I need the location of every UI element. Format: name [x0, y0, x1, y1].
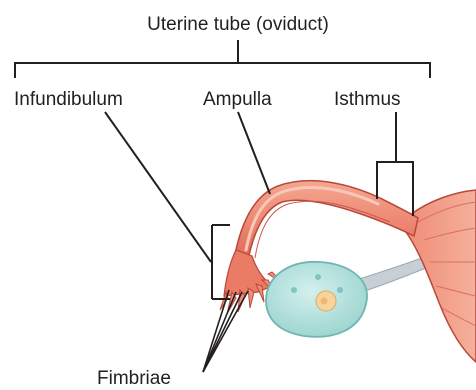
diagram-title: Uterine tube (oviduct): [147, 14, 329, 35]
ovary-dominant-follicle: [316, 291, 336, 311]
ampulla-leader-line: [238, 112, 270, 194]
uterus: [406, 190, 476, 362]
infundibulum-bracket: [105, 112, 230, 299]
infundibulum-label: Infundibulum: [14, 89, 123, 110]
uterine-tube: [232, 181, 418, 272]
fimbriae-leader-lines: [203, 290, 248, 372]
ampulla-label: Ampulla: [203, 89, 272, 110]
fimbriae-label: Fimbriae: [97, 368, 171, 389]
top-bracket: [15, 40, 430, 78]
isthmus-label: Isthmus: [334, 89, 401, 110]
